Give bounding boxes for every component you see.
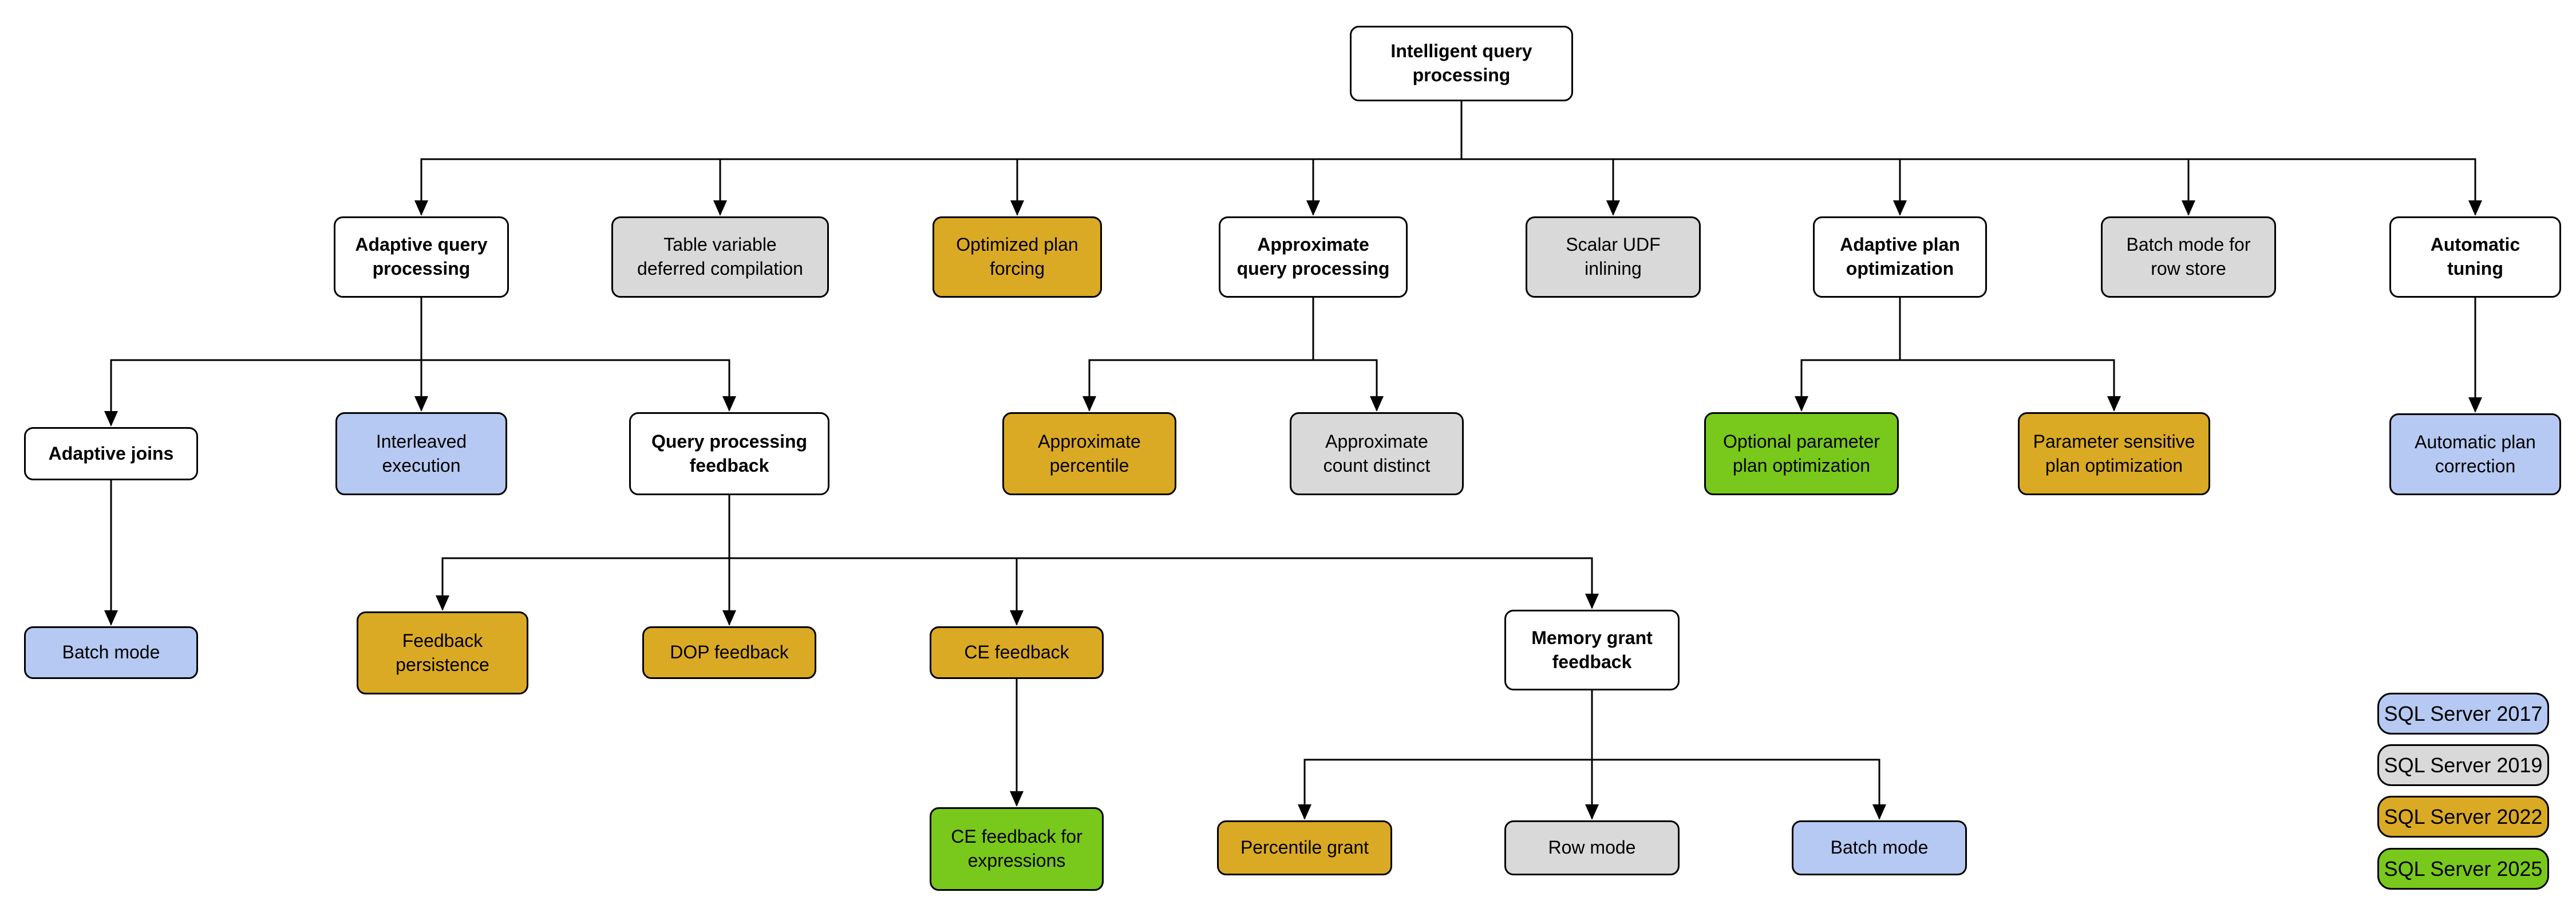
diagram-node-batch-mode: Batch mode — [1792, 820, 1967, 875]
diagram-node-batch-mode: Batch mode — [24, 626, 198, 679]
diagram-node-automatic-plan-correction: Automatic plan correction — [2389, 413, 2561, 495]
diagram-node-approximate-percentile: Approximate percentile — [1002, 412, 1176, 495]
diagram-node-automatic-tuning: Automatic tuning — [2389, 216, 2561, 298]
diagram-node-interleaved-execution: Interleaved execution — [335, 412, 507, 495]
diagram-node-feedback-persistence: Feedback persistence — [357, 611, 528, 694]
diagram-node-adaptive-query-processing: Adaptive query processing — [334, 216, 509, 298]
diagram-node-optional-parameter-plan-optimization: Optional parameter plan optimization — [1704, 412, 1899, 495]
diagram-node-batch-mode-for-row-store: Batch mode for row store — [2101, 216, 2276, 298]
diagram-node-dop-feedback: DOP feedback — [642, 626, 816, 679]
diagram-node-percentile-grant: Percentile grant — [1217, 820, 1392, 875]
diagram-node-scalar-udf-inlining: Scalar UDF inlining — [1526, 216, 1701, 298]
legend-item-sql-server-2025: SQL Server 2025 — [2377, 848, 2549, 890]
diagram-node-optimized-plan-forcing: Optimized plan forcing — [933, 216, 1102, 298]
legend-item-sql-server-2022: SQL Server 2022 — [2377, 796, 2549, 838]
diagram-node-parameter-sensitive-plan-optimization: Parameter sensitive plan optimization — [2018, 412, 2210, 495]
diagram-node-intelligent-query-processing: Intelligent query processing — [1350, 26, 1573, 101]
diagram-node-table-variable-deferred-compilation: Table variable deferred compilation — [611, 216, 829, 298]
legend-item-sql-server-2017: SQL Server 2017 — [2377, 693, 2549, 735]
diagram-node-query-processing-feedback: Query processing feedback — [629, 412, 829, 495]
diagram-node-adaptive-plan-optimization: Adaptive plan optimization — [1813, 216, 1987, 298]
diagram-node-adaptive-joins: Adaptive joins — [24, 427, 198, 480]
diagram-node-ce-feedback: CE feedback — [930, 626, 1104, 679]
diagram-node-memory-grant-feedback: Memory grant feedback — [1504, 610, 1680, 690]
diagram-node-approximate-count-distinct: Approximate count distinct — [1290, 412, 1464, 495]
diagram-node-row-mode: Row mode — [1504, 820, 1680, 875]
diagram-node-approximate-query-processing: Approximate query processing — [1219, 216, 1408, 298]
legend-item-sql-server-2019: SQL Server 2019 — [2377, 744, 2549, 786]
diagram-node-ce-feedback-for-expressions: CE feedback for expressions — [930, 807, 1104, 891]
